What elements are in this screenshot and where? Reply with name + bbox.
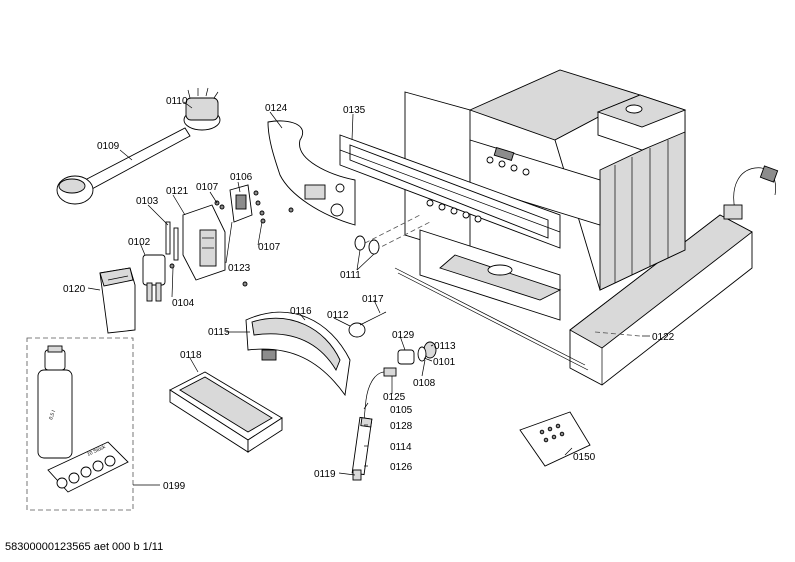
label-0105: 0105: [390, 405, 413, 416]
part-0106-switch: [229, 184, 253, 223]
part-0118-drip-grid: [169, 371, 283, 453]
assembly-line: [374, 221, 431, 251]
label-0104: 0104: [172, 298, 195, 309]
bottle-print: 0,5 l: [48, 410, 57, 421]
part-0102-outlet-nozzle: [142, 254, 166, 302]
label-0120: 0120: [63, 284, 86, 295]
label-0103: 0103: [136, 196, 159, 207]
label-0123: 0123: [228, 263, 251, 274]
label-0150: 0150: [573, 452, 596, 463]
part-0125-steam-pipe: [363, 367, 397, 421]
label-0199: 0199: [163, 481, 186, 492]
label-0135: 0135: [343, 105, 366, 116]
document-code: 58300000123565 aet 000 b 1/11: [5, 541, 164, 553]
label-0124: 0124: [265, 103, 288, 114]
label-0106: 0106: [230, 172, 253, 183]
part-0112-valve: [348, 311, 387, 338]
label-0110: 0110: [166, 96, 188, 107]
label-0119: 0119: [314, 469, 336, 480]
label-0107-right: 0107: [258, 242, 281, 253]
label-0114: 0114: [390, 442, 412, 453]
label-0109: 0109: [97, 141, 120, 152]
part-0109-measuring-spoon: [56, 127, 191, 205]
part-0107-screws: [214, 190, 294, 287]
part-0111-knobs: [354, 235, 380, 255]
part-0129-connector: [397, 349, 415, 365]
part-0199-accessory-kit: [26, 337, 134, 511]
assembly-line: [364, 214, 421, 244]
front-fascia-0135: [339, 134, 561, 249]
label-0111: 0111: [340, 270, 361, 281]
appliance-body: [394, 69, 779, 386]
label-0121: 0121: [166, 186, 189, 197]
label-0125: 0125: [383, 392, 406, 403]
label-0107-top: 0107: [196, 182, 219, 193]
part-0116-drip-tray-frame: [245, 311, 351, 397]
label-0128: 0128: [390, 421, 413, 432]
label-0113: 0113: [434, 341, 456, 352]
part-0124-side-cover: [267, 120, 356, 226]
label-0115: 0115: [208, 327, 230, 338]
leader-lines: [87, 101, 650, 486]
label-0112: 0112: [327, 310, 349, 321]
part-0150-small-parts-bag: [519, 411, 591, 467]
part-0114-hose: [351, 416, 373, 481]
label-0117: 0117: [362, 294, 384, 305]
label-0122: 0122: [652, 332, 675, 343]
label-0126: 0126: [390, 462, 413, 473]
part-0121-control-board: [182, 204, 226, 281]
label-0102: 0102: [128, 237, 151, 248]
label-0129: 0129: [392, 330, 415, 341]
part-0103-seal-strips: [165, 221, 179, 269]
label-0108: 0108: [413, 378, 436, 389]
label-0101: 0101: [433, 357, 456, 368]
label-0116: 0116: [290, 306, 312, 317]
part-0120-nozzle-cover: [99, 267, 136, 334]
part-0101-oring: [417, 346, 427, 362]
label-0118: 0118: [180, 350, 202, 361]
part-0110-whisk-head: [183, 87, 221, 131]
